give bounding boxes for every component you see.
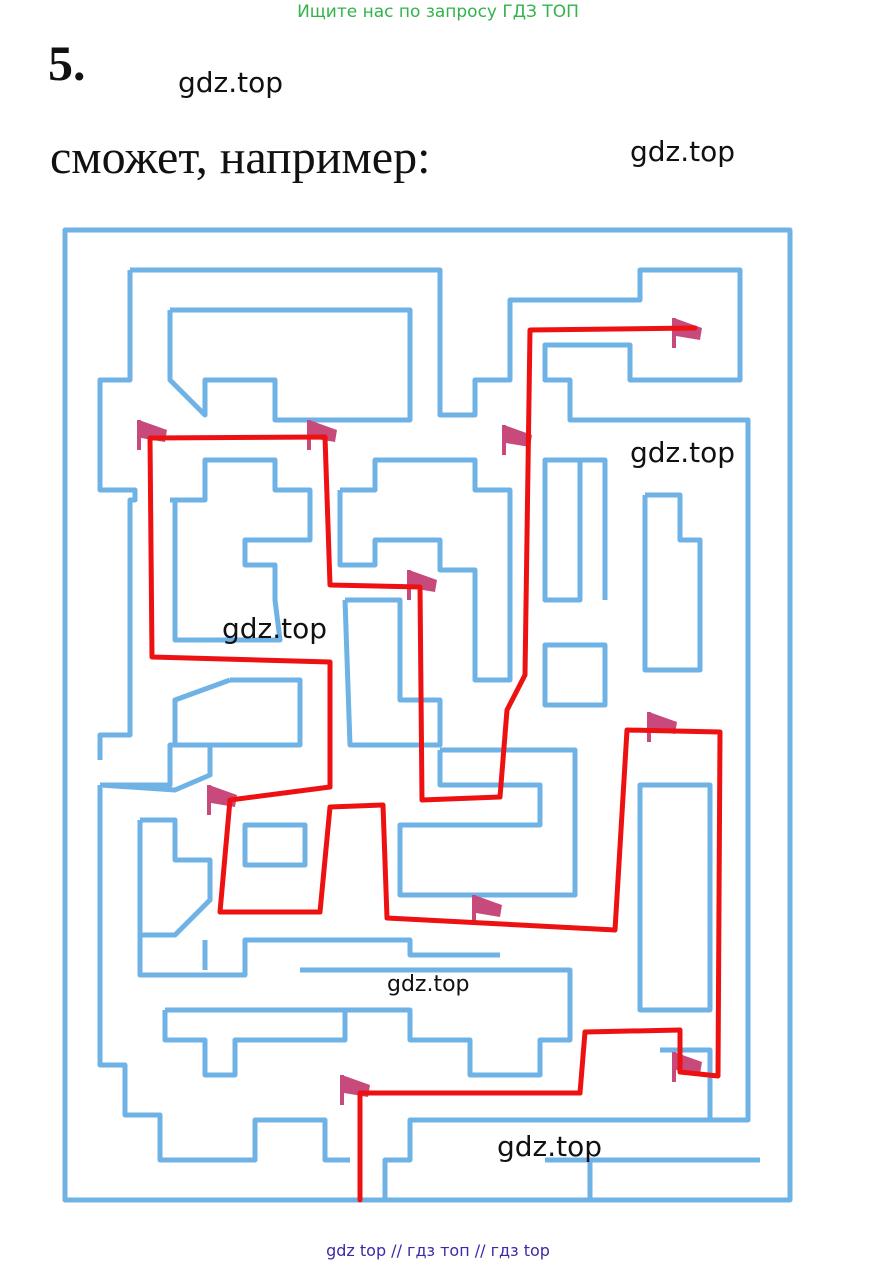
flag-icon: [472, 895, 502, 925]
flag-icon: [340, 1075, 370, 1105]
watermark: gdz.top: [630, 436, 736, 469]
watermark: gdz.top: [497, 1130, 603, 1163]
flag-icon: [672, 318, 702, 348]
task-heading: сможет, например:: [50, 131, 431, 184]
task-number: 5.: [48, 35, 86, 91]
flag-icon: [137, 420, 167, 450]
watermark: gdz.top: [178, 66, 284, 99]
solution-path: [147, 325, 723, 1203]
maze-walls: [62, 227, 793, 1203]
flags: [137, 318, 702, 1105]
flag-icon: [502, 425, 532, 455]
watermark: gdz.top: [222, 612, 328, 645]
flag-icon: [647, 712, 677, 742]
watermark: gdz.top: [630, 135, 736, 168]
footer-watermark: gdz top // гдз топ // гдз top: [326, 1241, 550, 1260]
search-banner[interactable]: Ищите нас по запросу ГДЗ ТОП: [297, 2, 579, 22]
watermark: gdz.top: [387, 972, 470, 997]
